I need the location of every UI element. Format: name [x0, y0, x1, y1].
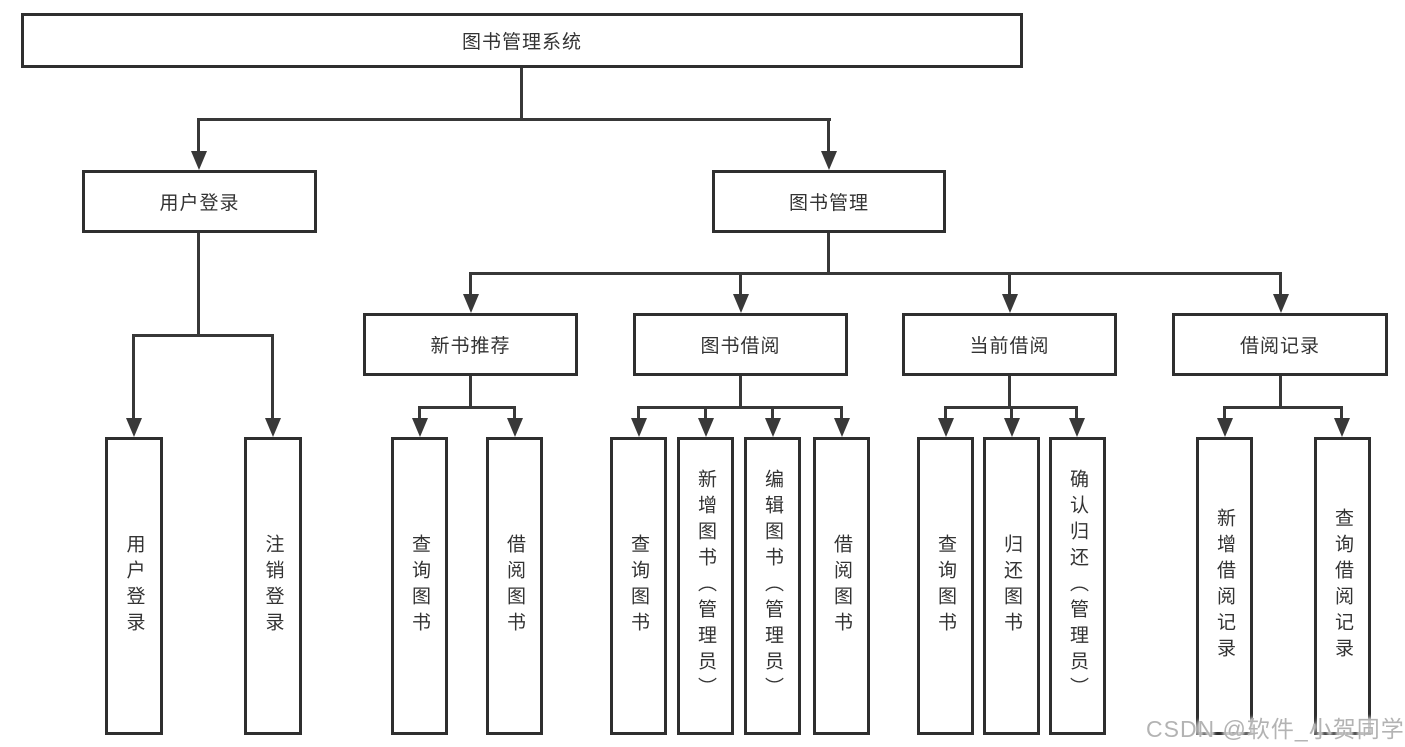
leaf-borrow-books-recommend-label: 借阅图书: [504, 534, 525, 638]
connector-drop-add-books: [704, 406, 707, 422]
arrowhead-leaf-logout: [265, 418, 281, 437]
connector-drop-current-borrowing: [1008, 272, 1011, 298]
leaf-query-borrow-record: 查询借阅记录: [1314, 437, 1371, 735]
leaf-query-books-current-label: 查询图书: [935, 534, 956, 638]
arrowhead-book-management: [821, 151, 837, 170]
arrowhead-book-borrowing: [733, 294, 749, 313]
connector-drop-query-current: [944, 406, 947, 422]
connector-book-borrowing-stem: [739, 376, 742, 409]
connector-drop-leaf-logout: [271, 334, 274, 422]
connector-drop-user-login: [197, 118, 200, 156]
connector-drop-edit-books: [771, 406, 774, 422]
leaf-confirm-return-admin-label: 确认归还（管理员）: [1067, 469, 1088, 703]
leaf-borrow-books: 借阅图书: [813, 437, 870, 735]
connector-drop-query-recommend: [418, 406, 421, 422]
node-book-management: 图书管理: [712, 170, 946, 233]
connector-book-management-rail: [469, 272, 1282, 275]
connector-root-rail: [197, 118, 831, 121]
leaf-user-login: 用户登录: [105, 437, 163, 735]
arrowhead-new-book: [463, 294, 479, 313]
connector-drop-confirm-return: [1075, 406, 1078, 422]
arrowhead-current-borrowing: [1002, 294, 1018, 313]
leaf-query-books-current: 查询图书: [917, 437, 974, 735]
leaf-add-books-admin-label: 新增图书（管理员）: [695, 469, 716, 703]
connector-root-stem: [520, 68, 523, 119]
connector-drop-leaf-user-login: [132, 334, 135, 422]
node-borrowing-records: 借阅记录: [1172, 313, 1388, 376]
leaf-borrow-books-recommend: 借阅图书: [486, 437, 543, 735]
connector-user-login-stem: [197, 233, 200, 337]
leaf-edit-books-admin: 编辑图书（管理员）: [744, 437, 801, 735]
leaf-query-books-borrow-label: 查询图书: [628, 534, 649, 638]
leaf-edit-books-admin-label: 编辑图书（管理员）: [762, 469, 783, 703]
leaf-add-borrow-record: 新增借阅记录: [1196, 437, 1253, 735]
leaf-query-books-recommend-label: 查询图书: [409, 534, 430, 638]
leaf-return-books-label: 归还图书: [1001, 534, 1022, 638]
connector-new-book-rail: [418, 406, 516, 409]
connector-drop-query-record: [1340, 406, 1343, 422]
connector-drop-return-books: [1010, 406, 1013, 422]
connector-drop-borrow-recommend: [513, 406, 516, 422]
connector-drop-add-record: [1223, 406, 1226, 422]
leaf-query-books-recommend: 查询图书: [391, 437, 448, 735]
watermark: CSDN @软件_小贺同学: [1146, 716, 1405, 742]
arrowhead-add-books: [698, 418, 714, 437]
leaf-user-login-label: 用户登录: [123, 534, 145, 638]
leaf-add-books-admin: 新增图书（管理员）: [677, 437, 734, 735]
leaf-logout-label: 注销登录: [262, 534, 284, 638]
connector-drop-query-borrow: [637, 406, 640, 422]
connector-drop-book-management: [827, 118, 830, 156]
node-library-management-system: 图书管理系统: [21, 13, 1023, 68]
arrowhead-query-borrow: [631, 418, 647, 437]
connector-borrowing-records-rail: [1223, 406, 1343, 409]
arrowhead-query-record: [1334, 418, 1350, 437]
connector-user-login-rail: [132, 334, 274, 337]
arrowhead-borrowing-records: [1273, 294, 1289, 313]
node-user-login: 用户登录: [82, 170, 317, 233]
connector-drop-borrow-books: [840, 406, 843, 422]
leaf-confirm-return-admin: 确认归还（管理员）: [1049, 437, 1106, 735]
node-current-borrowing: 当前借阅: [902, 313, 1117, 376]
arrowhead-borrow-recommend: [507, 418, 523, 437]
connector-current-borrowing-stem: [1008, 376, 1011, 409]
leaf-query-borrow-record-label: 查询借阅记录: [1332, 508, 1353, 664]
arrowhead-edit-books: [765, 418, 781, 437]
leaf-return-books: 归还图书: [983, 437, 1040, 735]
connector-book-borrowing-rail: [637, 406, 843, 409]
leaf-query-books-borrow: 查询图书: [610, 437, 667, 735]
arrowhead-user-login: [191, 151, 207, 170]
connector-drop-new-book: [469, 272, 472, 298]
arrowhead-borrow-books: [834, 418, 850, 437]
arrowhead-query-current: [938, 418, 954, 437]
arrowhead-query-recommend: [412, 418, 428, 437]
connector-new-book-stem: [469, 376, 472, 409]
leaf-add-borrow-record-label: 新增借阅记录: [1214, 508, 1235, 664]
leaf-logout: 注销登录: [244, 437, 302, 735]
leaf-borrow-books-label: 借阅图书: [831, 534, 852, 638]
arrowhead-leaf-user-login: [126, 418, 142, 437]
arrowhead-return-books: [1004, 418, 1020, 437]
connector-drop-book-borrowing: [739, 272, 742, 298]
connector-book-management-stem: [827, 233, 830, 275]
connector-borrowing-records-stem: [1279, 376, 1282, 409]
connector-drop-borrowing-records: [1279, 272, 1282, 298]
arrowhead-add-record: [1217, 418, 1233, 437]
node-book-borrowing: 图书借阅: [633, 313, 848, 376]
arrowhead-confirm-return: [1069, 418, 1085, 437]
node-new-book-recommendation: 新书推荐: [363, 313, 578, 376]
